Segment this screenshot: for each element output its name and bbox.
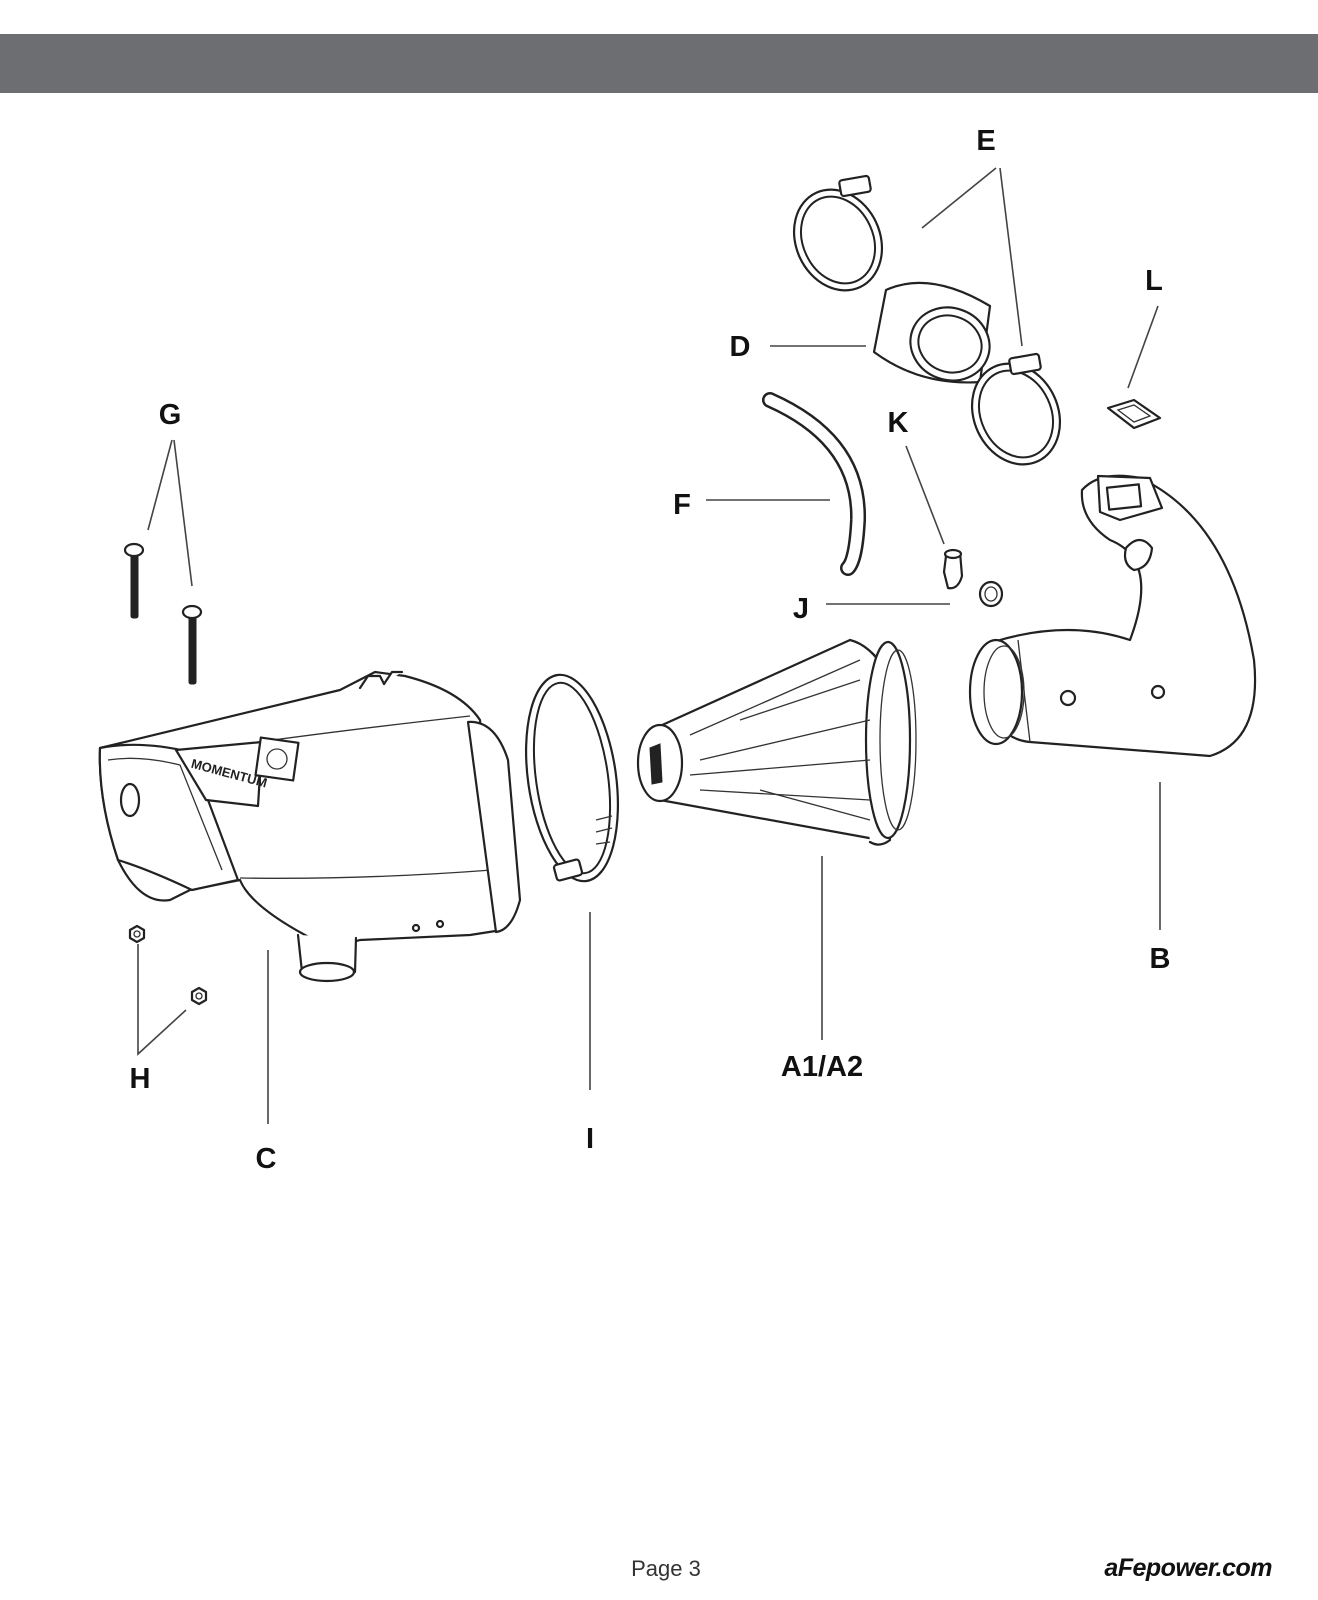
part-label-k: K <box>888 407 909 439</box>
part-label-l: L <box>1145 265 1163 297</box>
part-label-g: G <box>159 399 182 431</box>
website-link[interactable]: aFepower.com <box>1104 1554 1272 1582</box>
part-label-j: J <box>793 593 809 625</box>
part-label-c: C <box>256 1143 277 1175</box>
airbox-housing-illustration: MOMENTUM <box>98 670 522 983</box>
part-label-h: H <box>130 1063 151 1095</box>
air-filter-illustration <box>636 638 917 846</box>
grommet-illustration <box>978 580 1004 608</box>
bolts-illustration <box>123 542 203 685</box>
part-label-a1-a2: A1/A2 <box>781 1051 863 1083</box>
leader-lines <box>137 167 1161 1124</box>
nuts-illustration <box>128 924 208 1006</box>
elbow-fitting-illustration <box>942 548 964 590</box>
band-clamp-illustration <box>524 673 620 883</box>
header-bar <box>0 34 1318 93</box>
page-number: Page 3 <box>631 1556 701 1581</box>
gasket-illustration <box>1106 398 1162 430</box>
hose-clamps-illustration <box>792 174 1062 466</box>
intake-tube-illustration <box>968 474 1257 758</box>
part-label-i: I <box>586 1123 594 1155</box>
part-label-b: B <box>1150 943 1171 975</box>
coupler-illustration <box>872 281 992 384</box>
part-label-d: D <box>730 331 751 363</box>
breather-hose-illustration <box>762 392 867 576</box>
part-label-e: E <box>976 125 995 157</box>
part-label-f: F <box>673 489 691 521</box>
